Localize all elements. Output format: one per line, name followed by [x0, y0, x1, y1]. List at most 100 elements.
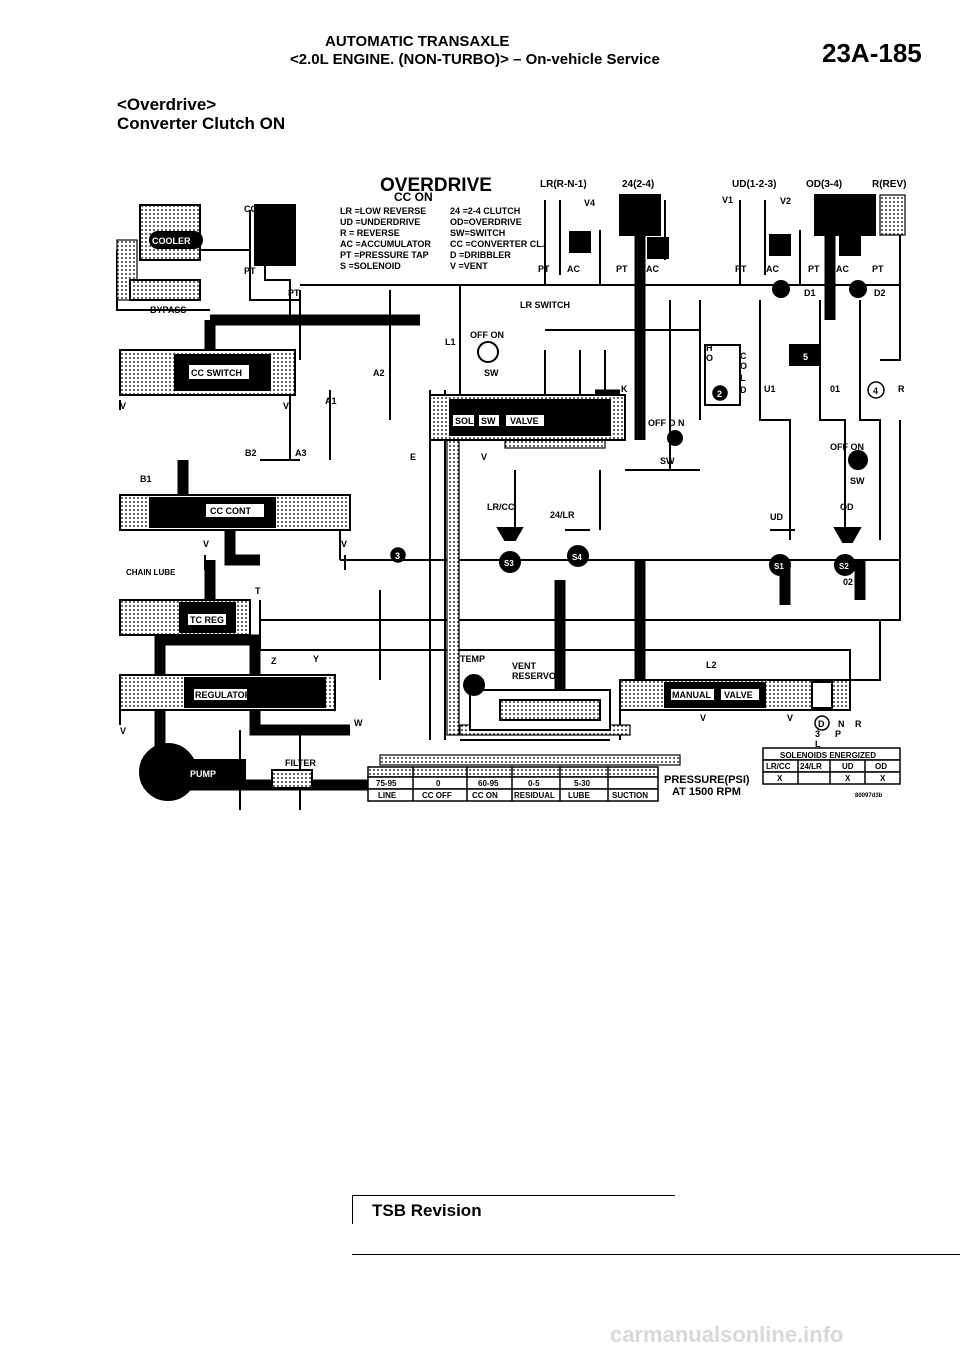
diagram-legend: LR =LOW REVERSE UD =UNDERDRIVE R = REVER… — [340, 206, 544, 271]
diagram-label: OFF ON — [470, 330, 504, 340]
diagram-label: PT — [244, 266, 256, 276]
diagram-label: UD — [770, 512, 783, 522]
diagram-label: S2 — [839, 562, 849, 571]
diagram-label: U1 — [764, 384, 776, 394]
diagram-label: V — [481, 452, 487, 462]
legend-item: V =VENT — [450, 261, 488, 271]
legend-item: LR =LOW REVERSE — [340, 206, 426, 216]
diagram-label: W — [354, 718, 363, 728]
diagram-label: A3 — [295, 448, 307, 458]
section-mode: <Overdrive> — [117, 95, 217, 114]
diagram-label: 5 — [803, 352, 808, 362]
pressure-value: 5-30 — [574, 779, 591, 788]
diagram-label: PT — [288, 288, 300, 298]
diagram-label: O — [740, 361, 747, 371]
pressure-name: CC OFF — [422, 791, 452, 800]
tsb-revision: TSB Revision — [372, 1201, 482, 1220]
solenoid-mark: X — [880, 774, 886, 783]
diagram-label: PT — [616, 264, 628, 274]
diagram-label: VENT — [512, 661, 537, 671]
diagram-label: V4 — [584, 198, 595, 208]
diagram-label: V1 — [722, 195, 733, 205]
solenoid-col: OD — [875, 762, 887, 771]
diagram-label: D1 — [804, 288, 816, 298]
clutch-header: OD(3-4) — [806, 179, 842, 190]
diagram-label: L1 — [445, 337, 456, 347]
diagram-label: 3 — [395, 551, 400, 561]
legend-item: PT =PRESSURE TAP — [340, 250, 429, 260]
diagram-label: V2 — [780, 196, 791, 206]
diagram-label: TC REG — [190, 615, 224, 625]
diagram-label: O — [706, 353, 713, 363]
pressure-value: 0 — [436, 779, 441, 788]
diagram-label: PT — [538, 264, 550, 274]
diagram-label: CHAIN LUBE — [126, 568, 176, 577]
diagram-label: R — [898, 384, 905, 394]
diagram-label: RESERVOIR — [512, 671, 565, 681]
diagram-label: S4 — [572, 553, 582, 562]
clutch-header: UD(1-2-3) — [732, 179, 776, 190]
diagram-label: LR/CC — [487, 502, 515, 512]
diagram-label: R — [855, 719, 862, 729]
diagram-label: SW — [660, 456, 675, 466]
diagram-label: 3 — [815, 729, 820, 739]
pressure-table — [367, 766, 659, 802]
solenoid-mark: X — [845, 774, 851, 783]
diagram-label: D — [740, 385, 747, 395]
diagram-label: CC — [244, 204, 257, 214]
revision-box — [352, 1195, 675, 1224]
legend-item: D =DRIBBLER — [450, 250, 511, 260]
diagram-label: P — [835, 729, 841, 739]
diagram-label: 4 — [873, 386, 878, 396]
diagram-label: SW — [850, 476, 865, 486]
legend-item: R = REVERSE — [340, 228, 400, 238]
diagram-label: MANUAL — [672, 690, 711, 700]
page-number: 23A-185 — [822, 38, 922, 68]
legend-item: 24 =2-4 CLUTCH — [450, 206, 520, 216]
pressure-subtitle: AT 1500 RPM — [672, 786, 741, 798]
diagram-label: AC — [836, 264, 849, 274]
clutch-header: 24(2-4) — [622, 179, 654, 190]
diagram-label: C — [740, 351, 747, 361]
diagram-label: CC CONT — [210, 506, 251, 516]
diagram-label: PT — [872, 264, 884, 274]
diagram-label: SOL — [455, 416, 474, 426]
diagram-label: AC — [567, 264, 580, 274]
pressure-name: CC ON — [472, 791, 498, 800]
legend-item: UD =UNDERDRIVE — [340, 217, 420, 227]
diagram-label: SW — [481, 416, 496, 426]
pressure-title: PRESSURE(PSI) — [664, 774, 750, 786]
diagram-label: V — [787, 713, 793, 723]
diagram-label: B2 — [245, 448, 257, 458]
diagram-label: A1 — [325, 396, 337, 406]
pressure-value: 0-5 — [528, 779, 540, 788]
pressure-name: RESIDUAL — [514, 791, 555, 800]
diagram-label: TEMP — [460, 654, 485, 664]
diagram-label: 02 — [843, 577, 853, 587]
diagram-label: 01 — [830, 384, 840, 394]
diagram-label: Z — [271, 656, 277, 666]
diagram-label: PUMP — [190, 769, 216, 779]
diagram-label: REGULATOR — [195, 690, 252, 700]
header-title: AUTOMATIC TRANSAXLE — [325, 33, 510, 50]
diagram-label: VALVE — [724, 690, 753, 700]
diagram-label: OFF ON — [830, 442, 864, 452]
diagram-title: OVERDRIVE — [380, 175, 492, 196]
diagram-label: 24/LR — [550, 510, 575, 520]
diagram-label: Y — [313, 654, 319, 664]
pressure-value: 75-95 — [376, 779, 397, 788]
diagram-label: A2 — [373, 368, 385, 378]
diagram-label: VALVE — [510, 416, 539, 426]
diagram-label: V — [700, 713, 706, 723]
header-subtitle: <2.0L ENGINE. (NON-TURBO)> – On-vehicle … — [290, 51, 660, 68]
solenoid-col: LR/CC — [766, 762, 791, 771]
diagram-subtitle: CC ON — [394, 190, 433, 204]
solenoid-col: 24/LR — [800, 762, 822, 771]
pressure-name: SUCTION — [612, 791, 648, 800]
diagram-label: PT — [808, 264, 820, 274]
clutch-header: LR(R-N-1) — [540, 179, 587, 190]
solenoid-mark: X — [777, 774, 783, 783]
diagram-label: FILTER — [285, 758, 316, 768]
diagram-label: SW — [484, 368, 499, 378]
legend-item: OD=OVERDRIVE — [450, 217, 522, 227]
